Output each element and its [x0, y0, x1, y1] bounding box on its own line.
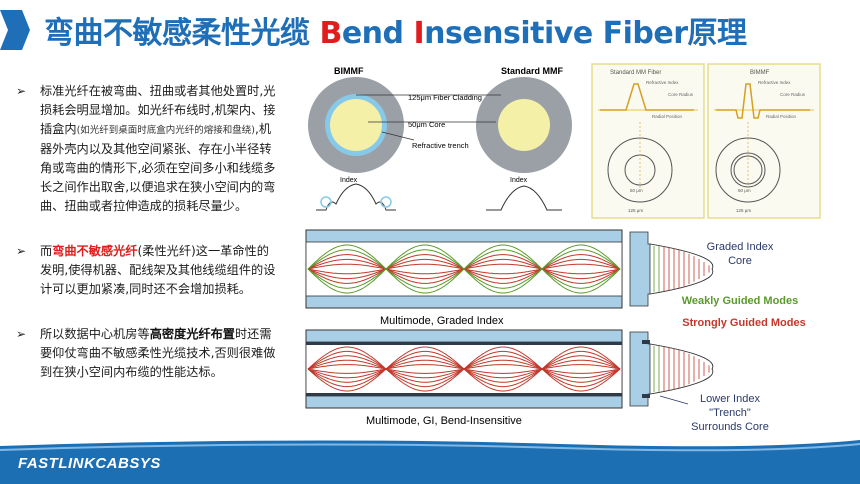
strong-modes-label: Strongly Guided Modes: [682, 317, 805, 329]
bimmf-core: [330, 99, 382, 151]
core-label: 50μm Core: [408, 120, 445, 129]
bullet-arrow-icon: ➢: [16, 327, 27, 341]
svg-text:Radial Position: Radial Position: [652, 114, 683, 119]
mode-propagation-diagram: Multimode, Graded Index Multimode, GI, B…: [305, 229, 806, 433]
bi-caption: Multimode, GI, Bend-Insensitive: [366, 415, 522, 427]
cladding-label: 125μm Fiber Cladding: [408, 93, 482, 102]
graded-caption: Multimode, Graded Index: [380, 315, 504, 327]
svg-text:125 μm: 125 μm: [628, 208, 643, 213]
index-profile-panel: Standard MM Fiber BIMMF Refractive Index…: [591, 63, 821, 219]
index-label-right: Index: [510, 177, 528, 184]
graded-profile-lines: [653, 246, 710, 292]
bi-trench-bottom: [306, 393, 622, 396]
svg-text:Core Radius: Core Radius: [668, 92, 694, 97]
trench-label-1: Lower Index: [700, 393, 760, 405]
bullet-arrow-icon: ➢: [16, 84, 27, 98]
mode-ray: [307, 346, 621, 392]
title-accent-icon: [0, 10, 30, 50]
bi-mode-waves: [307, 346, 621, 392]
mode-ray: [307, 244, 621, 294]
graded-core-label-1: Graded Index: [707, 241, 774, 253]
standard-mmf-label: Standard MMF: [501, 66, 564, 76]
graded-mode-waves: [307, 244, 621, 294]
trench-label-2: "Trench": [709, 407, 751, 419]
svg-text:50 μm: 50 μm: [630, 188, 643, 193]
svg-text:125 μm: 125 μm: [736, 208, 751, 213]
fiber-cross-section-diagram: BIMMF Standard MMF 125μm Fiber Cladding …: [308, 66, 572, 211]
profile-right-title: BIMMF: [750, 70, 770, 76]
bullet-item: ➢ 标准光纤在被弯曲、扭曲或者其他处置时,光损耗会明显增加。如光纤布线时,机架内…: [16, 84, 276, 213]
trench-label-3: Surrounds Core: [691, 421, 769, 433]
svg-text:Radial Position: Radial Position: [766, 114, 797, 119]
bi-trench-top: [306, 342, 622, 345]
svg-text:Refractive Index: Refractive Index: [646, 80, 679, 85]
bimmf-label: BIMMF: [334, 66, 364, 76]
weak-modes-label: Weakly Guided Modes: [682, 295, 799, 307]
page-title: 弯曲不敏感柔性光缆 Bend Insensitive Fiber原理: [44, 16, 747, 51]
svg-text:Refractive Index: Refractive Index: [758, 80, 791, 85]
profile-left-title: Standard MM Fiber: [610, 70, 661, 76]
bullet-item: ➢ 而弯曲不敏感光纤(柔性光纤)这一革命性的发明,使得机器、配线架及其他线缆组件…: [16, 244, 276, 296]
graded-core-label-2: Core: [728, 255, 752, 267]
footer-brand: FASTLINKCABSYS: [18, 455, 161, 472]
standard-core: [498, 99, 550, 151]
bi-profile-lines: [653, 346, 710, 392]
bullet-item: ➢ 所以数据中心机房等高密度光纤布置时还需要仰仗弯曲不敏感柔性光缆技术,否则很难…: [16, 327, 276, 379]
svg-text:50 μm: 50 μm: [738, 188, 751, 193]
bullet-list: ➢ 标准光纤在被弯曲、扭曲或者其他处置时,光损耗会明显增加。如光纤布线时,机架内…: [14, 82, 280, 400]
title-bar: 弯曲不敏感柔性光缆 Bend Insensitive Fiber原理: [0, 0, 860, 64]
bullet-arrow-icon: ➢: [16, 244, 27, 258]
svg-text:Core Radius: Core Radius: [780, 92, 806, 97]
trench-label: Refractive trench: [412, 141, 469, 150]
footer-wave: [0, 440, 860, 484]
index-label-left: Index: [340, 177, 358, 184]
